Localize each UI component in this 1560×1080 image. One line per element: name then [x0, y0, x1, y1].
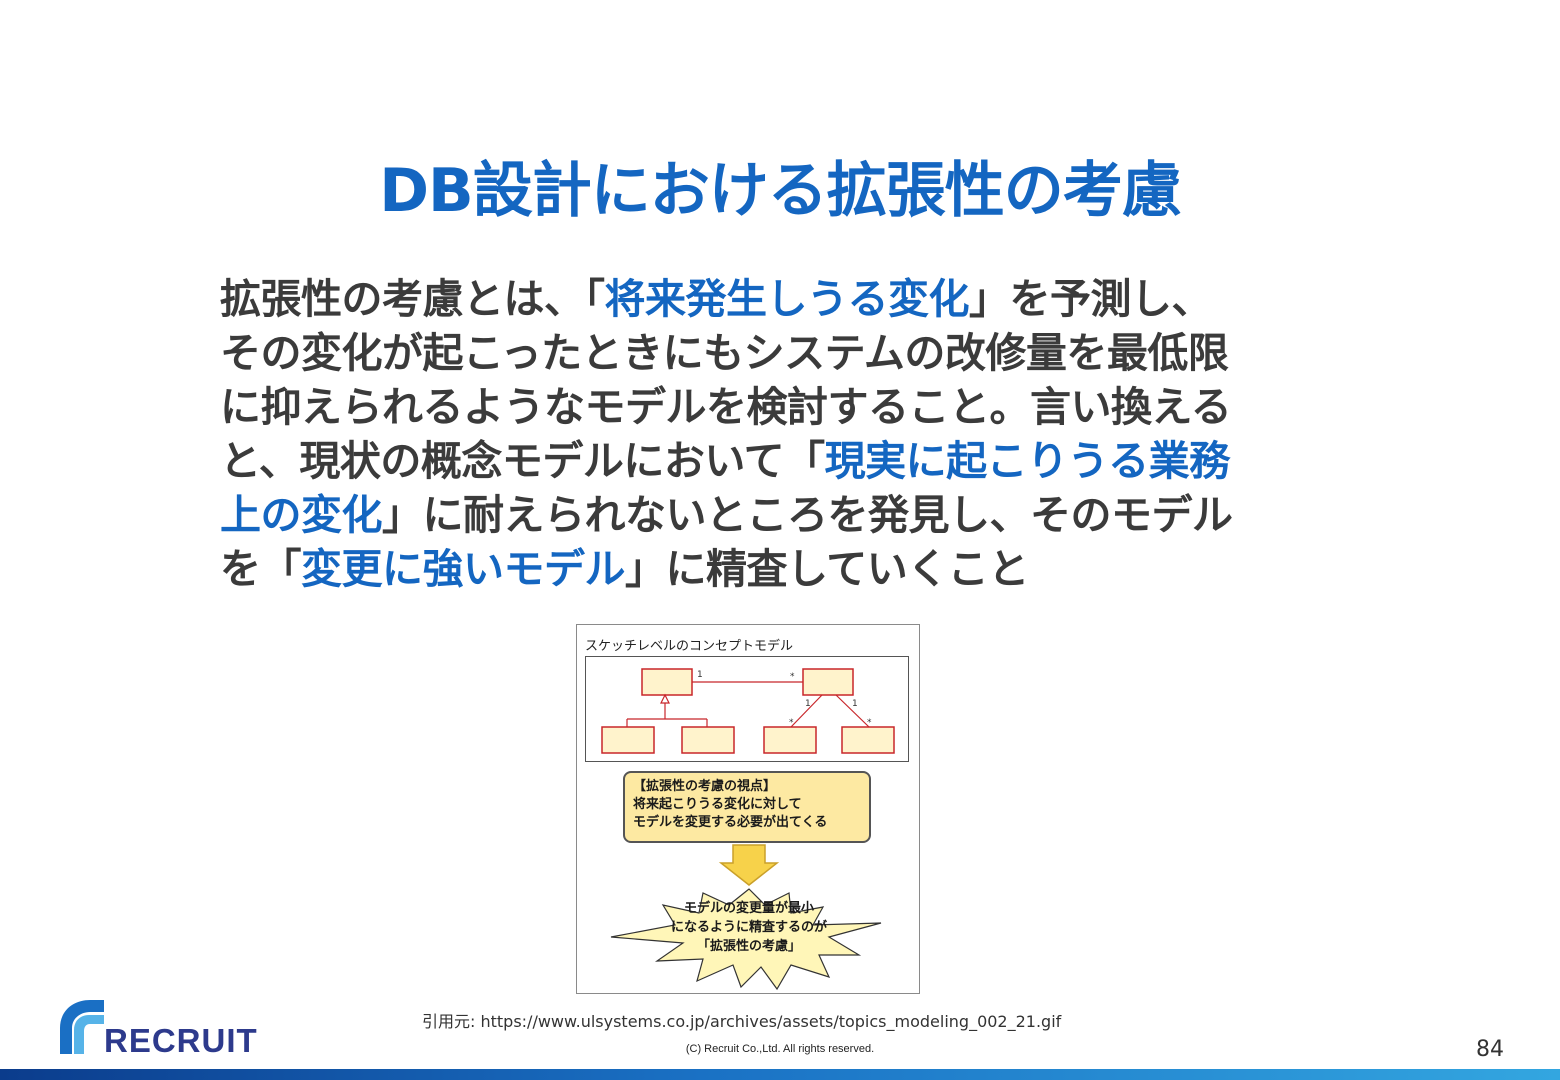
highlighted-phrase: 上の変化 [220, 491, 383, 539]
body-text-segment: その変化が起こったときにもシステムの改修量を最低限 [220, 329, 1229, 377]
entity-box [681, 726, 735, 754]
multiplicity-many: * [867, 718, 872, 728]
body-text-segment: と、現状の概念モデルにおいて「 [220, 437, 825, 485]
callout-line: 将来起こりうる変化に対して [633, 797, 802, 812]
down-arrow-icon [718, 844, 780, 886]
body-text-segment: 」を予測し、 [969, 275, 1213, 323]
body-line: 上の変化」に耐えられないところを発見し、そのモデル [220, 488, 1330, 542]
body-text-segment: 」に精査していくこと [625, 545, 1029, 593]
starburst-shape [610, 888, 882, 991]
body-line: に抑えられるようなモデルを検討すること。言い換える [220, 380, 1330, 434]
multiplicity-many: * [789, 718, 794, 728]
highlighted-phrase: 変更に強いモデル [301, 545, 626, 593]
entity-box [641, 668, 693, 696]
concept-model-figure: スケッチレベルのコンセプトモデル 1 * 1 1 * * [576, 624, 920, 994]
callout-line: モデルを変更する必要が出てくる [633, 815, 828, 830]
body-text-segment: 拡張性の考慮とは、「 [220, 275, 605, 323]
citation-source: 引用元: https://www.ulsystems.co.jp/archive… [422, 1012, 1062, 1031]
viewpoint-callout: 【拡張性の考慮の視点】 将来起こりうる変化に対して モデルを変更する必要が出てく… [623, 771, 871, 843]
uml-diagram-frame: 1 * 1 1 * * [585, 656, 909, 762]
star-line: になるように精査するのが [670, 920, 827, 935]
entity-box [601, 726, 655, 754]
entity-box [763, 726, 817, 754]
body-line: その変化が起こったときにもシステムの改修量を最低限 [220, 326, 1330, 380]
footer-bar [0, 1069, 1560, 1080]
page-number: 84 [1476, 1037, 1504, 1062]
slide-title: DB設計における拡張性の考慮 [379, 156, 1182, 226]
body-text-segment: に抑えられるようなモデルを検討すること。言い換える [220, 383, 1232, 431]
uml-diagram: 1 * 1 1 * * [601, 668, 895, 754]
figure-title: スケッチレベルのコンセプトモデル [585, 639, 794, 654]
recruit-logo-icon [60, 1000, 104, 1054]
multiplicity-one: 1 [852, 699, 858, 709]
recruit-logo-text: RECRUIT [104, 1022, 258, 1059]
copyright: (C) Recruit Co.,Ltd. All rights reserved… [685, 1043, 875, 1055]
entity-box [802, 668, 854, 696]
body-text-segment: 」に耐えられないところを発見し、そのモデル [382, 491, 1233, 539]
body-line: を「変更に強いモデル」に精査していくこと [220, 542, 1330, 596]
body-paragraph: 拡張性の考慮とは、「将来発生しうる変化」を予測し、その変化が起こったときにもシス… [220, 272, 1330, 596]
starburst-text: モデルの変更量が最小 になるように精査するのが 「拡張性の考慮」 [617, 899, 881, 956]
star-line: 「拡張性の考慮」 [696, 939, 801, 954]
callout-line: 【拡張性の考慮の視点】 [633, 779, 777, 794]
multiplicity-many: * [790, 672, 795, 682]
star-line: モデルの変更量が最小 [683, 901, 814, 916]
multiplicity-one: 1 [697, 670, 703, 680]
highlighted-phrase: 現実に起こりうる業務 [824, 437, 1231, 485]
multiplicity-one: 1 [805, 699, 811, 709]
inheritance-arrow-icon [660, 693, 670, 704]
body-line: 拡張性の考慮とは、「将来発生しうる変化」を予測し、 [220, 272, 1330, 326]
body-line: と、現状の概念モデルにおいて「現実に起こりうる業務 [220, 434, 1330, 488]
association-line [790, 694, 823, 728]
entity-box [841, 726, 895, 754]
arrow-and-star-graphic [610, 844, 882, 991]
highlighted-phrase: 将来発生しうる変化 [604, 275, 970, 323]
body-text-segment: を「 [220, 545, 302, 593]
association-line [835, 694, 870, 728]
